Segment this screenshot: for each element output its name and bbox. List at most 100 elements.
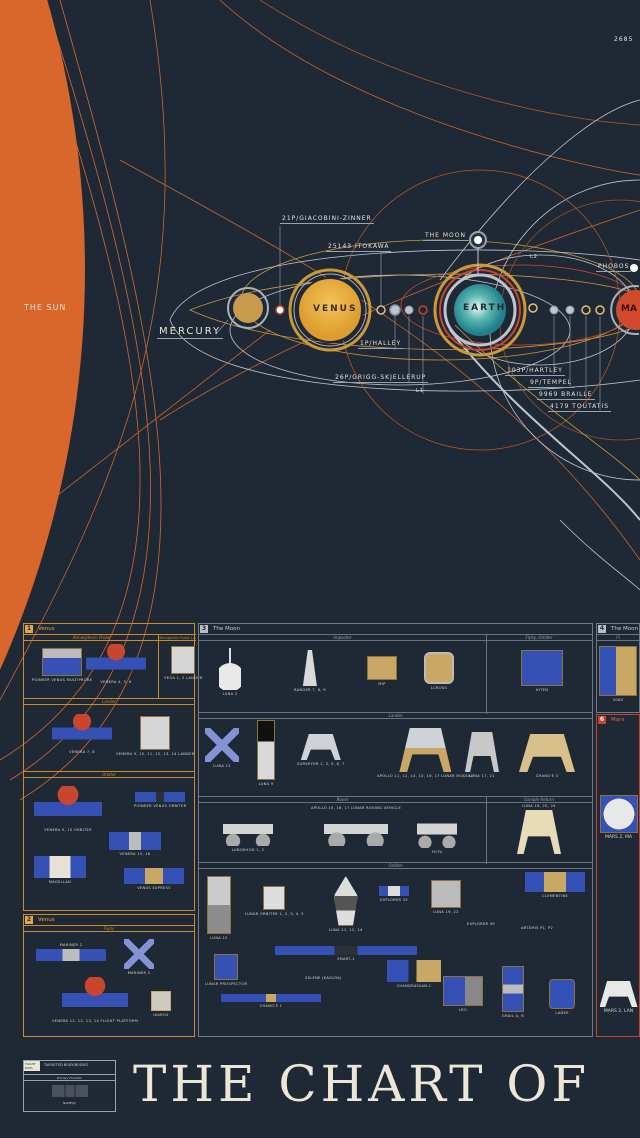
legend-targets: TARGETED BODY/BODIES (44, 1063, 88, 1067)
label-mars: MA (621, 304, 637, 314)
label-body: 4179 TOUTATIS (548, 403, 612, 412)
subsection-title: Rover (199, 796, 486, 803)
panel-header: 3 The Moon (199, 624, 592, 634)
panel-header: 6 Mars (597, 715, 639, 725)
legend-names: NAME(S) (62, 1101, 77, 1105)
legend-flight-data: FLIGHT DATA (24, 1061, 40, 1071)
panel-header: 1 Venus (24, 624, 194, 634)
panel-number: 1 (25, 625, 33, 633)
label-l2: L2 (530, 254, 538, 260)
mercury (233, 293, 263, 323)
label-body: 9969 BRAILLE (537, 391, 595, 400)
subsection-title: Flyby (24, 925, 194, 932)
subsection-title: Lander (199, 712, 592, 719)
subsection-title: Flyby, Orbiter (486, 634, 592, 641)
spacecraft: LCROSS (424, 652, 454, 690)
label-body: 25143 ITOKAWA (326, 243, 392, 252)
panel-number: 4 (598, 625, 606, 633)
label-body: 21P/GIACOBINI-ZINNER (280, 215, 374, 224)
spacecraft: LUNA 13 (205, 728, 239, 768)
phobos (630, 264, 638, 272)
spacecraft: ARTEMIS P1, P2 (521, 926, 554, 930)
sun (0, 0, 85, 670)
legend-function: Primary Function (24, 1074, 115, 1081)
panel-title: Venus (38, 917, 55, 923)
mars (616, 290, 640, 331)
panel-moon-4: 4 The Moon Fl 2060 (596, 623, 640, 713)
spacecraft: EXPLORER 49 (467, 922, 495, 926)
label-body: 9P/TEMPEL (528, 379, 574, 388)
spacecraft: CHANG'E 1 (221, 994, 321, 1008)
panel-header: 4 The Moon (597, 624, 639, 634)
panel-mars-6: 6 Mars MARS 2, MA MARS 2, LAN (596, 714, 640, 1037)
spacecraft: LUNA 19, 22 (431, 880, 461, 914)
panel-number: 3 (200, 625, 208, 633)
spacecraft: SMART-1 (275, 946, 417, 961)
label-phobos: PHOBOS (596, 263, 632, 272)
earth (454, 284, 506, 336)
spacecraft: LRO (443, 976, 483, 1012)
spacecraft: MARINER 5 (124, 939, 154, 975)
panel-number: 6 (598, 716, 606, 724)
panel-title: Mars (611, 717, 625, 723)
label-body: 26P/GRIGG-SKJELLERUP (333, 374, 429, 383)
divider (486, 796, 487, 864)
the-moon (474, 236, 482, 244)
subsection-title: Atmospheric Probe, Lander (159, 634, 196, 641)
spacecraft: VEGA 1, 2 LANDER (164, 646, 203, 680)
label-body: 1P/HALLEY (358, 340, 404, 349)
subsection-title: Orbiter (24, 771, 194, 778)
panel-moon-3: 3 The Moon Impactor Flyby, Orbiter Lander… (198, 623, 593, 1037)
subsection-title: Sample Return (486, 796, 592, 803)
panel-title: Venus (38, 626, 55, 632)
subsection-title: Atmospheric Probe (24, 634, 159, 641)
panel-title: The Moon (213, 626, 240, 632)
spacecraft: SURVEYOR 1, 3, 5, 6, 7 (297, 734, 345, 766)
poster-title: THE CHART OF (133, 1055, 591, 1113)
legend-spacecraft-icon (52, 1085, 88, 1097)
spacecraft: VENERA 9, 10 ORBITER (34, 786, 102, 832)
spacecraft: CLEMENTINE (525, 872, 585, 898)
label-l1: L1 (416, 388, 424, 394)
legend-key: FLIGHT DATA TARGETED BODY/BODIES Primary… (23, 1060, 116, 1112)
panel-title: The Moon (611, 626, 638, 632)
spacecraft: IKAROS (151, 991, 171, 1017)
spacecraft: PIONEER VENUS MULTIPROBE (32, 648, 92, 682)
spacecraft: EXPLORER 35 (379, 886, 409, 902)
leader-lines (215, 226, 601, 410)
small-bodies (275, 303, 605, 316)
divider (158, 634, 159, 698)
spacecraft: 2060 (599, 646, 637, 702)
spacecraft: LUNOKHOD 1, 2 (223, 812, 273, 852)
label-earth: EARTH (463, 303, 507, 313)
subsection-title: Impactor (199, 634, 486, 641)
spacecraft: APOLLO 11, 12, 14, 15, 16, 17 LUNAR MODU… (377, 728, 474, 778)
label-mercury: MERCURY (157, 326, 224, 339)
spacecraft: LUNAR ORBITER 1, 2, 3, 4, 5 (245, 886, 304, 916)
spacecraft: RANGER 7, 8, 9 (294, 650, 326, 692)
spacecraft: VENERA 15, 16 (109, 832, 161, 856)
spacecraft: MAGELLAN (34, 856, 86, 884)
spacecraft: LUNA 17, 21 (465, 732, 499, 778)
spacecraft: MARS 2, MA (598, 795, 639, 840)
spacecraft: APOLLO 15, 16, 17 LUNAR ROVING VEHICLE (311, 806, 401, 846)
spacecraft: LUNAR PROSPECTOR (205, 954, 247, 986)
spacecraft: MARS 2, LAN (598, 981, 639, 1014)
label-top-right: 2685 (614, 36, 634, 43)
label-body: 103P/HARTLEY (505, 367, 565, 376)
spacecraft: LUNA 16, 20, 24 (517, 804, 561, 854)
spacecraft: CHANDRAYAAN-1 (387, 960, 441, 988)
spacecraft: LUNA 9 (257, 720, 275, 786)
venus (297, 277, 363, 343)
subsection-title: Fl (597, 634, 639, 641)
spacecraft: HITEN (521, 650, 563, 692)
spacecraft: VENERA 11, 12, 13, 14 FLIGHT PLATFORM (52, 977, 138, 1023)
label-sun: THE SUN (24, 303, 67, 312)
spacecraft: VENERA 7, 8 (52, 714, 112, 754)
spacecraft: SELENE (KAGUYA) (305, 976, 342, 980)
spacecraft: VENUS EXPRESS (124, 868, 184, 890)
spacecraft: LADEE (549, 979, 575, 1015)
subsection-title: Lander (24, 698, 194, 705)
